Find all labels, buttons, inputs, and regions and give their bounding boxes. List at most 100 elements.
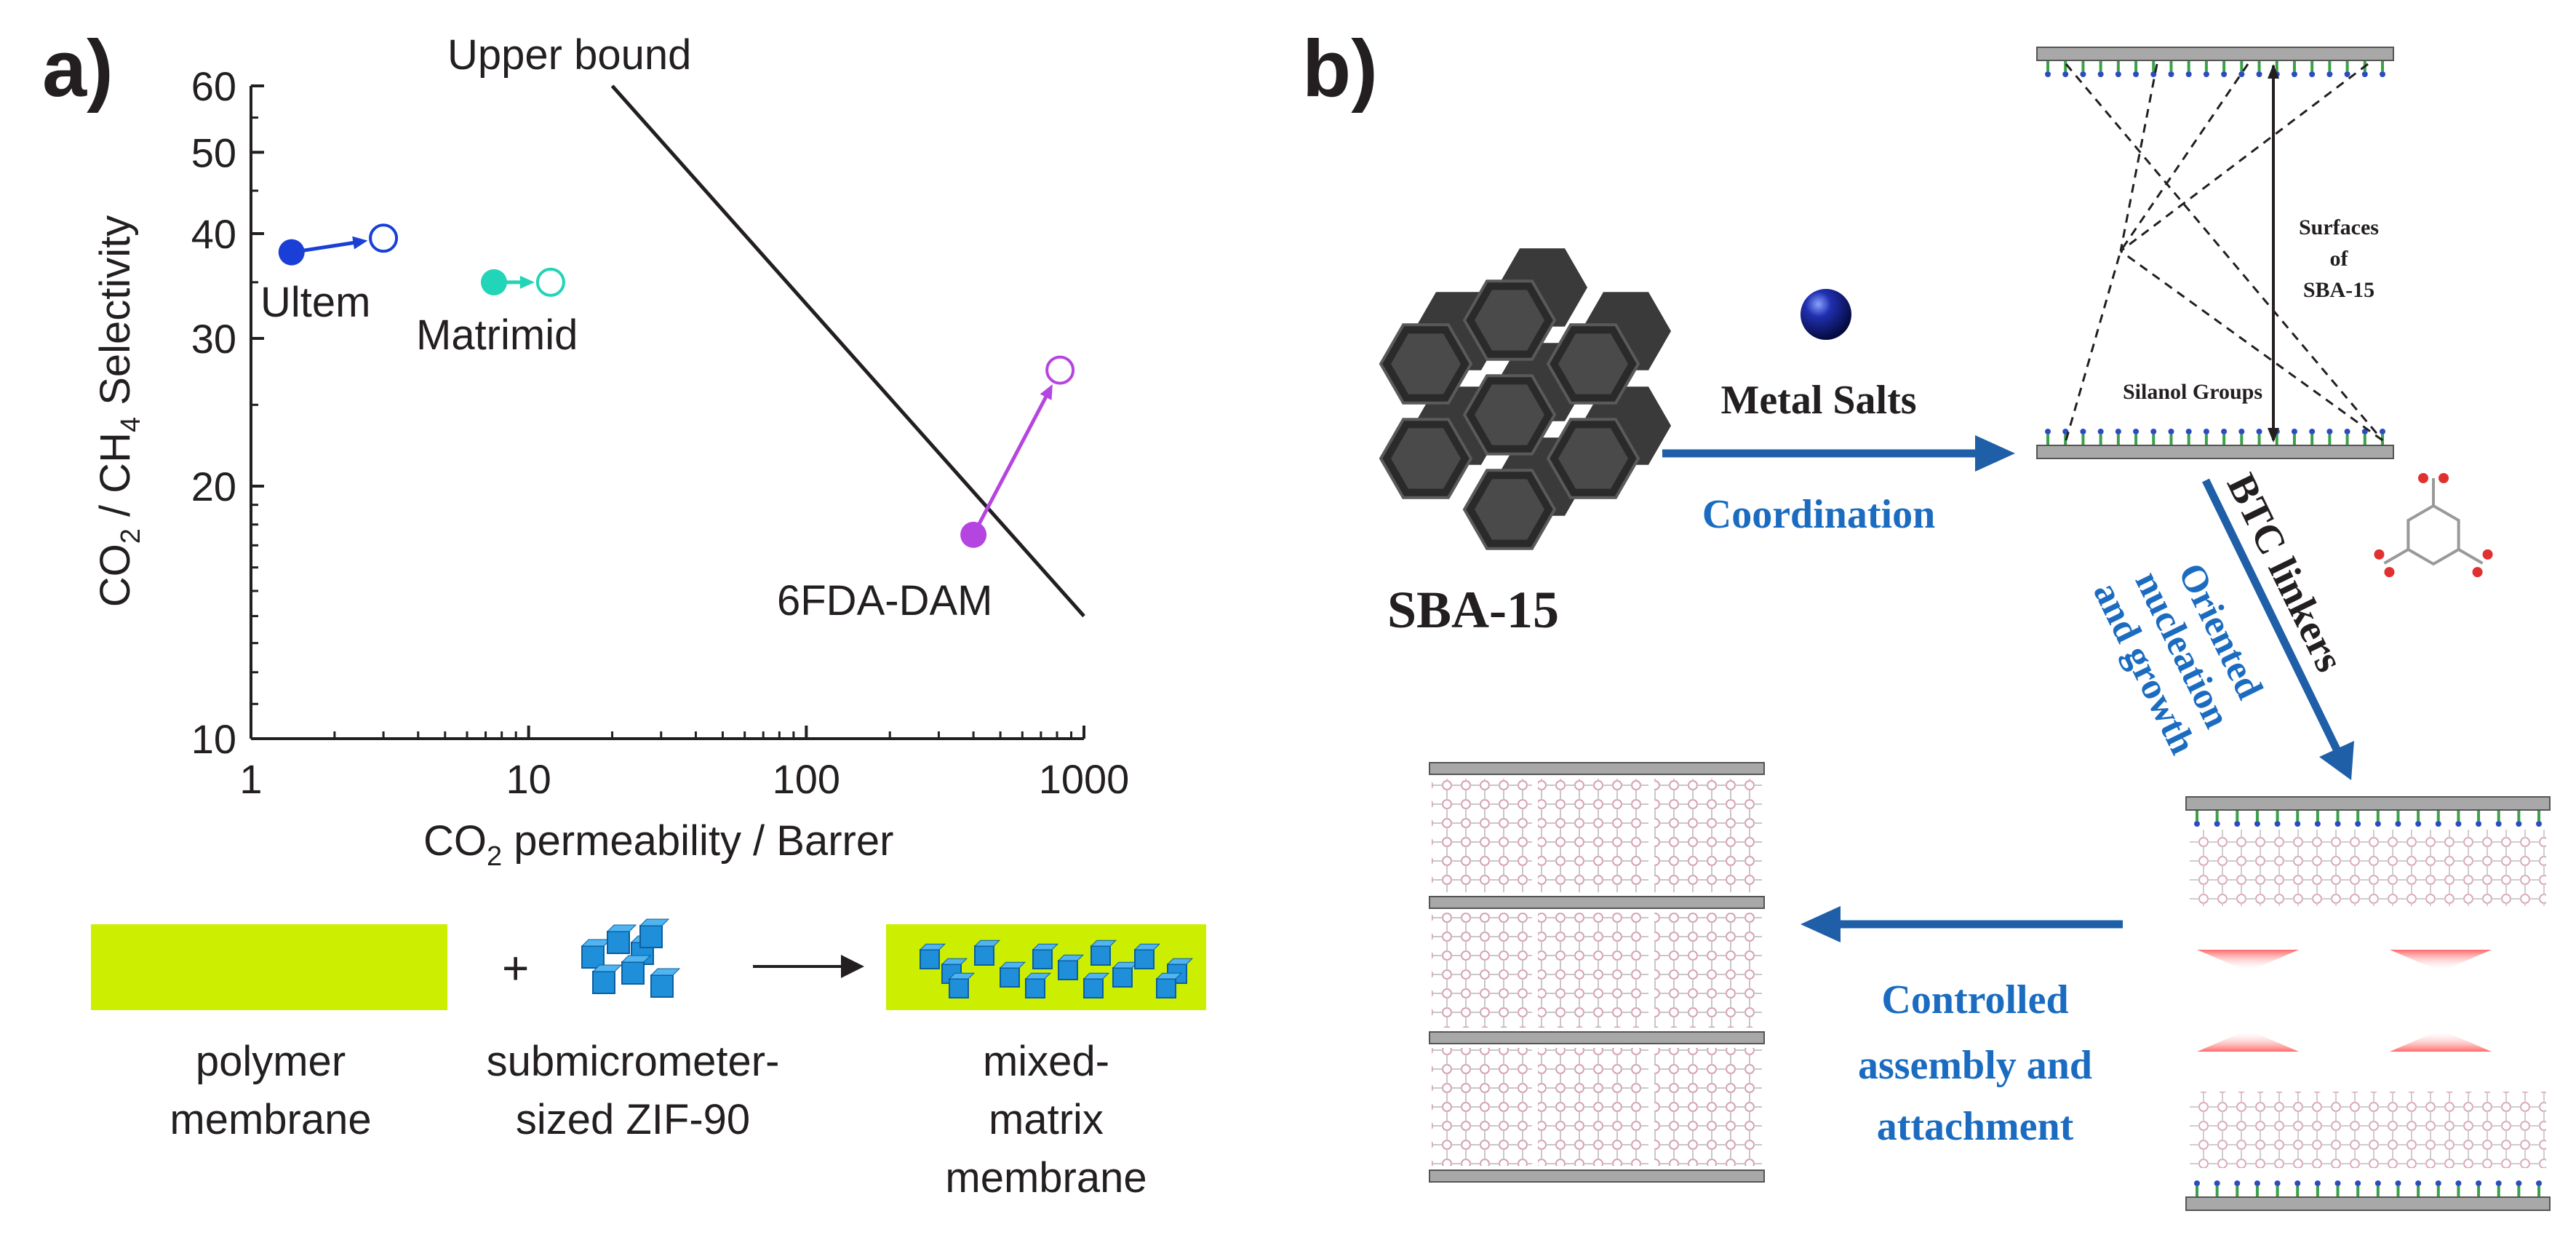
silanol-oh	[2536, 1180, 2542, 1186]
silanol-oh	[2455, 821, 2462, 827]
btc-bond	[2457, 548, 2484, 565]
series-label-6fda-dam: 6FDA-DAM	[777, 577, 992, 624]
silanol-oh	[2415, 1180, 2422, 1186]
polymer-membrane-label-line2: membrane	[170, 1096, 371, 1143]
stack-mof-layer	[1432, 913, 1762, 1028]
sba-tube-pore	[1475, 290, 1544, 351]
attraction-marker-left-upper	[2197, 950, 2299, 972]
zif-crystal	[592, 971, 615, 994]
silanol-oh	[2291, 71, 2297, 77]
stack-plate	[1429, 762, 1765, 775]
silanol-groups-top	[2045, 61, 2385, 77]
embedded-crystal-top	[1024, 972, 1052, 980]
silanol-groups-label: Silanol Groups	[2123, 380, 2262, 404]
zif-crystal-top	[639, 918, 670, 926]
silanol-oh	[2344, 429, 2350, 434]
zif-label-line2: sized ZIF-90	[516, 1096, 750, 1143]
embedded-crystal	[1156, 978, 1176, 998]
series-arrow-2	[971, 389, 1051, 536]
embedded-crystal-top	[1032, 943, 1059, 950]
y-tick-label: 20	[191, 464, 236, 509]
embedded-crystal	[974, 945, 994, 966]
silanol-oh	[2380, 71, 2385, 77]
sba-tube-pore	[1558, 428, 1628, 489]
silanol-oh	[2455, 1180, 2462, 1186]
polymer-membrane-block	[91, 924, 447, 1010]
polymer-membrane-label-line1: polymer	[196, 1038, 346, 1085]
btc-linkers-arrowhead	[2319, 741, 2354, 780]
silanol-oh	[2495, 821, 2502, 827]
silanol-oh	[2380, 429, 2385, 434]
coordination-arrowhead	[1975, 435, 2015, 472]
embedded-crystal-top	[1155, 972, 1183, 980]
silanol-oh	[2238, 71, 2245, 77]
embedded-crystal-top	[941, 958, 968, 965]
embedded-crystal-top	[999, 961, 1026, 969]
embedded-crystal	[949, 978, 969, 998]
y-tick-label: 30	[191, 316, 236, 362]
silanol-oh	[2062, 429, 2069, 434]
mof-lattice-lower	[2190, 1092, 2546, 1168]
silanol-oh	[2234, 1180, 2241, 1186]
btc-ring	[2406, 504, 2460, 566]
btc-linkers-arrow	[2202, 478, 2345, 761]
silanol-oh	[2133, 71, 2140, 77]
upper-bound-label: Upper bound	[447, 31, 691, 79]
controlled-label-line2: assembly and	[1858, 1043, 2092, 1088]
silanol-oh	[2495, 1180, 2502, 1186]
silanol-oh	[2516, 821, 2522, 827]
zif-crystal-top	[606, 924, 637, 932]
surfaces-label-line3: SBA-15	[2303, 278, 2374, 302]
embedded-crystal	[1112, 967, 1133, 988]
silanol-oh	[2185, 71, 2192, 77]
series-label-ultem: Ultem	[260, 279, 370, 326]
sba-tube-pore	[1391, 333, 1461, 394]
silanol-oh	[2203, 429, 2209, 434]
silanol-oh	[2194, 821, 2200, 827]
zif-crystal-top	[581, 939, 612, 947]
silanol-oh	[2045, 429, 2051, 434]
silanol-oh	[2415, 821, 2422, 827]
silanol-oh	[2334, 821, 2341, 827]
mixed-label-line2: matrix	[989, 1096, 1104, 1143]
embedded-crystal	[1025, 978, 1045, 998]
polymer-point-0	[278, 239, 305, 266]
sba-tube-pore	[1475, 384, 1544, 445]
x-tick-label: 1	[239, 756, 262, 802]
y-tick-label: 50	[191, 130, 236, 175]
mixed-label-line1: mixed-	[983, 1038, 1109, 1085]
zif-crystal	[581, 945, 605, 969]
sba-15-channel: Surfaces of SBA-15 Silanol Groups	[2036, 47, 2394, 459]
silanol-oh	[2361, 71, 2368, 77]
embedded-crystal-top	[948, 972, 976, 980]
stack-plate	[1429, 896, 1765, 909]
embedded-crystal-top	[1090, 940, 1117, 947]
embedded-crystal	[1083, 978, 1104, 998]
attraction-marker-right-upper	[2390, 950, 2492, 972]
mixed-matrix-point-1	[535, 267, 565, 297]
silanol-oh	[2291, 429, 2297, 434]
mixed-matrix-point-2	[1045, 355, 1075, 385]
sba-tube-pore	[1475, 479, 1544, 540]
btc-oxygen	[2439, 473, 2449, 483]
metal-ion-icon	[1801, 289, 1851, 340]
silanol-oh	[2314, 821, 2321, 827]
silanol-oh	[2256, 71, 2262, 77]
stack-plate	[1429, 1031, 1765, 1044]
y-tick-label: 40	[191, 211, 236, 257]
silanol-oh	[2168, 71, 2174, 77]
attraction-marker-right-lower	[2390, 1030, 2492, 1052]
polymer-point-2	[960, 521, 987, 548]
silanol-oh	[2314, 1180, 2321, 1186]
silanol-oh	[2221, 71, 2228, 77]
dashed-guides	[2065, 63, 2384, 442]
series-arrowhead-2	[1040, 384, 1053, 400]
silanol-oh	[2355, 1180, 2361, 1186]
btc-oxygen	[2472, 567, 2483, 578]
series-arrowhead-0	[352, 236, 368, 250]
silanol-oh	[2274, 1180, 2281, 1186]
silanol-oh	[2309, 71, 2316, 77]
zif-crystal-top	[650, 968, 681, 976]
